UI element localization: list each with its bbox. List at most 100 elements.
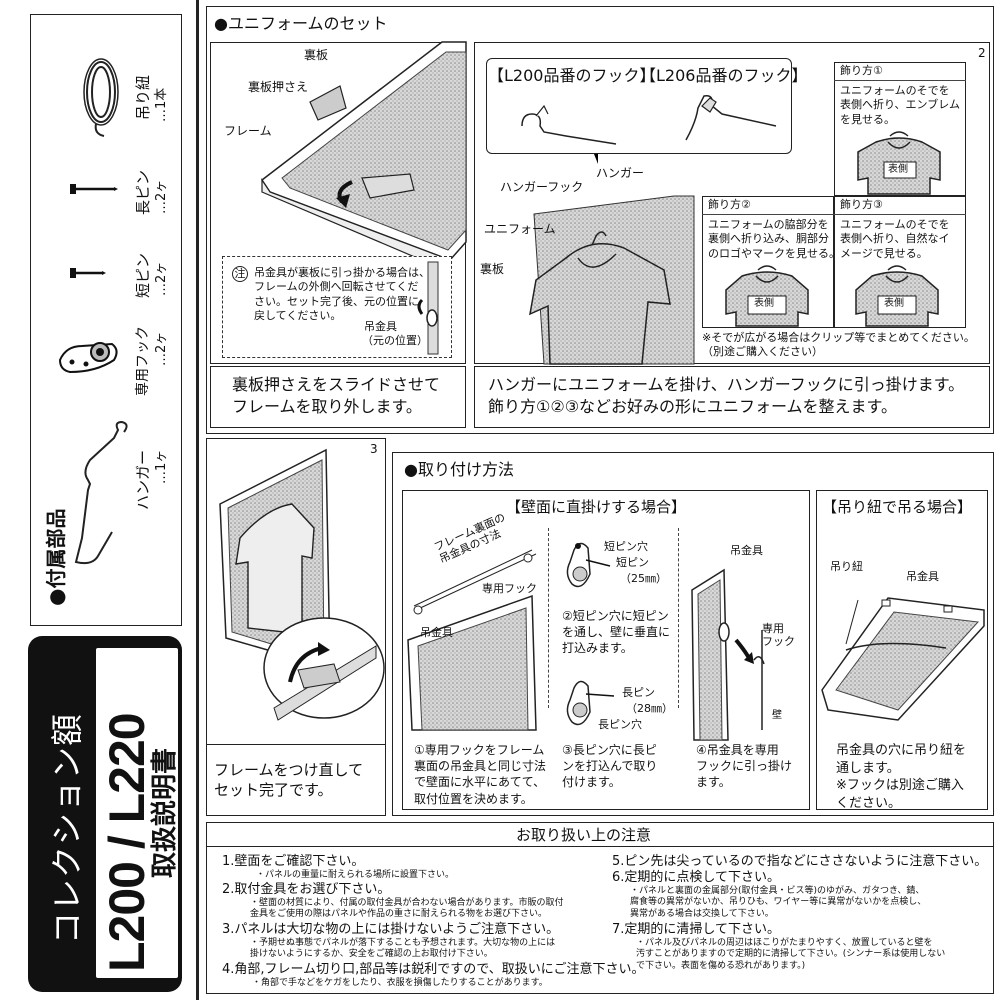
wall-step4-text: ④吊金具を専用 フックに引っ掛け ます。 xyxy=(696,743,793,790)
caution-6-body: ・パネルと裏面の金属部分(取付金具・ビス等)のゆがみ、ガタつき、錆、 腐食等の異… xyxy=(630,886,927,919)
caution-2-body: ・壁面の材質により、付属の取付金具が合わない場合があります。市販の取付 金具をご… xyxy=(250,898,564,920)
cord-text: 吊金具の穴に吊り紐を 通します。 ※フックは別途ご購入 ください。 xyxy=(836,743,967,811)
step2-hanging-illustration xyxy=(529,154,695,365)
wall-step2-illustration xyxy=(566,542,611,588)
label-long-pin-hole: 長ピン穴 xyxy=(598,718,642,731)
wall-step4-illustration xyxy=(691,568,765,741)
label-hanger: ハンガー xyxy=(596,166,645,180)
caution-5-head: 5.ピン先は尖っているので指などにささないように注意下さい。 xyxy=(612,854,988,869)
style1-title: 飾り方① xyxy=(840,64,883,77)
note-hanger-metal: 吊金具 xyxy=(364,320,397,333)
step1-caption-box xyxy=(210,366,466,428)
parts-heading: ●付属部品 xyxy=(44,508,68,606)
step1-note-box xyxy=(222,256,452,358)
wall-step3-text: ③長ピン穴に長ピ ンを打込んで取り 付けます。 xyxy=(562,743,658,790)
caution-7-body: ・パネル及びパネルの周辺はほこりがたまりやすく、放置していると壁を 汚すことがあ… xyxy=(636,938,946,971)
cautions-title: お取り扱い上の注意 xyxy=(516,826,652,844)
part-short-pin-qty: …2ヶ xyxy=(154,261,169,296)
style1-shirt-icon xyxy=(857,131,941,195)
style1-text: ユニフォームのそでを 表側へ折り、エンブレム を見せる。 xyxy=(840,84,961,126)
hook-variants-illustration xyxy=(521,94,777,145)
step2-caption: ハンガーにユニフォームを掛け、ハンガーフックに引っ掛けます。 飾り方①②③などお… xyxy=(488,375,965,416)
caution-4-head: 4.角部,フレーム切り口,部品等は鋭利ですので、取扱いにご注意下さい。 xyxy=(222,962,645,977)
label-back-holder: 裏板押さえ xyxy=(248,80,309,94)
part-cord-qty: …1本 xyxy=(154,87,169,122)
style2-title: 飾り方② xyxy=(708,198,751,211)
wall-step2-text: ②短ピン穴に短ピン を通し、壁に垂直に 打込みます。 xyxy=(562,609,671,656)
hook-l200-title: 【L200品番のフック】 xyxy=(488,66,656,85)
step3-illustration xyxy=(219,448,385,721)
wall-step1-illustration xyxy=(407,549,537,731)
label-hanger-hook: ハンガーフック xyxy=(500,180,584,194)
style1-front-label: 表側 xyxy=(888,164,908,175)
short-pin-icon xyxy=(70,268,106,278)
cautions-section xyxy=(206,822,994,994)
divider xyxy=(196,0,199,1000)
style2-text: ユニフォームの脇部分を 裏側へ折り込み、胴部分 のロゴやマークを見せる。 xyxy=(708,218,840,260)
step1-frame-illustration xyxy=(260,41,467,273)
long-pin-icon xyxy=(70,184,118,194)
left-sidebar: 吊り紐 …1本 長ピン …2ヶ 短ピン …2ヶ 専用フック …2ヶ ハンガー …… xyxy=(0,0,196,1000)
wall-step3-illustration xyxy=(566,680,615,726)
sleeve-note: ※そでが広がる場合はクリップ等でまとめてください。 （別途ご購入ください） xyxy=(702,331,975,359)
label-hanger-metal: 吊金具 xyxy=(420,626,453,639)
part-hook-name: 専用フック xyxy=(135,326,151,396)
step3-number: 3 xyxy=(370,442,378,456)
note-original-position: （元の位置） xyxy=(362,334,428,347)
setup-heading: ●ユニフォームのセット xyxy=(214,14,388,33)
label-long-pin-len: （28㎜） xyxy=(626,702,673,715)
parts-box xyxy=(30,14,182,626)
product-name: コレクション額 xyxy=(48,712,86,944)
label-frame: フレーム xyxy=(224,124,272,138)
label-short-pin-hole: 短ピン穴 xyxy=(604,540,648,553)
style2-shirt-icon xyxy=(725,265,809,327)
label-back-panel-2: 裏板 xyxy=(480,262,505,276)
part-hook-qty: …2ヶ xyxy=(154,331,169,366)
label-special-hook-v: 専用 フック xyxy=(762,622,795,649)
hanger-icon xyxy=(74,420,128,565)
style3-title: 飾り方③ xyxy=(840,198,883,211)
label-wall: 壁 xyxy=(772,710,782,721)
label-hanging-cord: 吊り紐 xyxy=(830,560,863,573)
cord-title: 【吊り紐で吊る場合】 xyxy=(822,498,973,516)
wall-mount-title: 【壁面に直掛けする場合】 xyxy=(506,498,687,516)
mounting-heading: ●取り付け方法 xyxy=(404,460,514,479)
style3-text: ユニフォームのそでを 表側へ折り、自然なイ メージで見せる。 xyxy=(840,218,950,260)
hook-callout xyxy=(486,58,792,154)
title-inner xyxy=(96,648,178,978)
wall-step1-text: ①専用フックをフレーム 裏面の吊金具と同じ寸法 で壁面に水平にあてて、 取付位置… xyxy=(414,743,547,806)
caution-4-body: ・角部で手などをケガをしたり、衣服を損傷したりすることがあります。 xyxy=(252,978,548,988)
part-hanger-qty: …1ヶ xyxy=(154,449,169,484)
label-hanger-metal-2: 吊金具 xyxy=(730,544,763,557)
caution-3-body: ・予期せぬ事態でパネルが落下することも予想されます。大切な物の上には 掛けないよ… xyxy=(250,938,556,960)
step1-note: 吊金具が裏板に引っ掛かる場合は、 フレームの外側へ回転させてくだ さい。セット完… xyxy=(254,266,430,322)
note-mark: 注 xyxy=(232,266,248,282)
cord-icon xyxy=(83,58,119,137)
caution-2-head: 2.取付金具をお選び下さい。 xyxy=(222,882,391,897)
caution-6-head: 6.定期的に点検して下さい。 xyxy=(612,870,781,885)
label-short-pin: 短ピン xyxy=(616,556,649,569)
wall-divider-2 xyxy=(678,528,679,708)
part-long-pin-qty: …2ヶ xyxy=(154,179,169,214)
wall-divider-1 xyxy=(548,528,549,708)
label-special-hook: 専用フック xyxy=(482,582,537,595)
step1-caption: 裏板押さえをスライドさせて フレームを取り外します。 xyxy=(232,375,441,416)
step2-number: 2 xyxy=(978,46,986,60)
manual-title: 取扱説明書 xyxy=(150,747,180,878)
special-hook-icon xyxy=(58,342,118,374)
style3-shirt-icon xyxy=(855,265,939,327)
style2-front-label: 表側 xyxy=(754,298,774,309)
caution-1-head: 1.壁面をご確認下さい。 xyxy=(222,854,365,869)
label-short-pin-len: （25㎜） xyxy=(620,572,667,585)
step2-caption-box xyxy=(474,366,990,428)
hook-l206-title: 【L206品番のフック】 xyxy=(640,66,808,85)
style3-front-label: 表側 xyxy=(884,298,904,309)
caution-7-head: 7.定期的に清掃して下さい。 xyxy=(612,922,781,937)
note-bracket-illustration xyxy=(417,261,439,355)
cord-mount-illustration xyxy=(821,597,985,721)
label-back-panel: 裏板 xyxy=(304,48,329,62)
caution-3-head: 3.パネルは大切な物の上には掛けないようご注意下さい。 xyxy=(222,922,560,937)
caution-1-body: ・パネルの重量に耐えられる場所に設置下さい。 xyxy=(256,870,455,880)
label-uniform: ユニフォーム xyxy=(484,222,556,236)
label-long-pin: 長ピン xyxy=(622,686,655,699)
